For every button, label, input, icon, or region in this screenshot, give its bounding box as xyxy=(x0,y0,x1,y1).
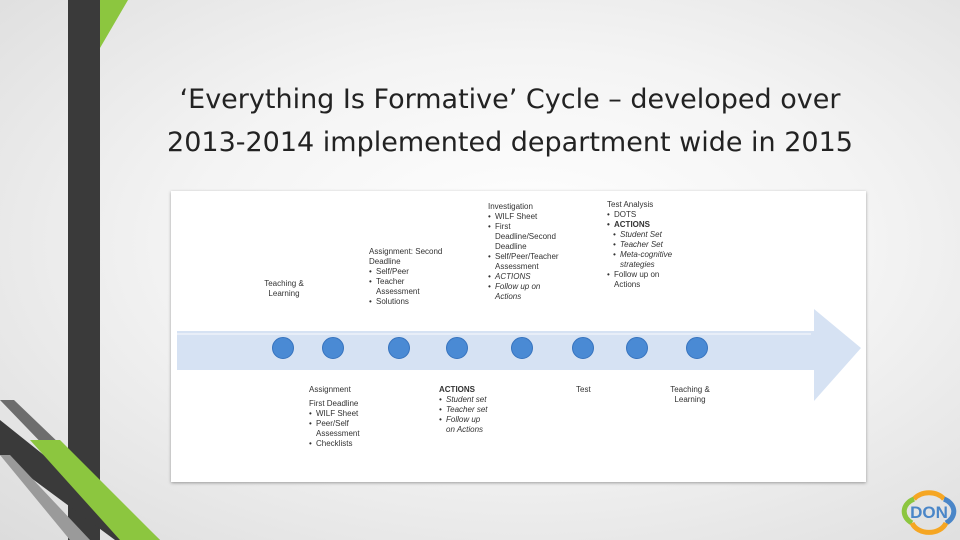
logo-ring-bottom xyxy=(909,521,949,535)
timeline-dot-2 xyxy=(322,337,344,359)
label-investigation: Investigation WILF Sheet First Deadline/… xyxy=(488,202,568,302)
timeline-dot-6 xyxy=(572,337,594,359)
stripe-green-top xyxy=(100,0,128,48)
title-line-2: 2013-2014 implemented department wide in… xyxy=(167,127,853,158)
timeline-arrow xyxy=(177,309,861,401)
stripe-green-diagonal xyxy=(30,440,160,540)
label-assignment-second: Assignment: Second Deadline Self/Peer Te… xyxy=(369,247,449,307)
slide-title: ‘Everything Is Formative’ Cycle – develo… xyxy=(120,78,900,164)
timeline-dot-4 xyxy=(446,337,468,359)
label-actions: ACTIONS Student set Teacher set Follow u… xyxy=(439,385,489,435)
logo-ring-top xyxy=(912,490,946,501)
label-teaching-start: Teaching & Learning xyxy=(264,279,304,298)
label-assignment-first: Assignment First Deadline WILF Sheet Pee… xyxy=(309,385,389,449)
cycle-diagram: Teaching & Learning Assignment: Second D… xyxy=(171,191,866,482)
timeline-dot-1 xyxy=(272,337,294,359)
stripe-light xyxy=(0,455,90,540)
label-teaching-end: Teaching & Learning xyxy=(670,385,710,404)
logo-ring-right xyxy=(942,496,957,526)
don-logo: DON xyxy=(901,490,957,535)
logo-text: DON xyxy=(910,503,948,522)
stripe-dark-left xyxy=(68,0,100,540)
timeline-dot-3 xyxy=(388,337,410,359)
timeline-dot-7 xyxy=(626,337,648,359)
label-test-analysis: Test Analysis DOTS ACTIONS Student Set T… xyxy=(607,200,687,290)
timeline-dots xyxy=(272,337,708,359)
logo-ring-left xyxy=(901,496,916,526)
timeline-dot-8 xyxy=(686,337,708,359)
timeline-dot-5 xyxy=(511,337,533,359)
label-test: Test xyxy=(576,385,591,394)
title-line-1: ‘Everything Is Formative’ Cycle – develo… xyxy=(179,84,841,115)
